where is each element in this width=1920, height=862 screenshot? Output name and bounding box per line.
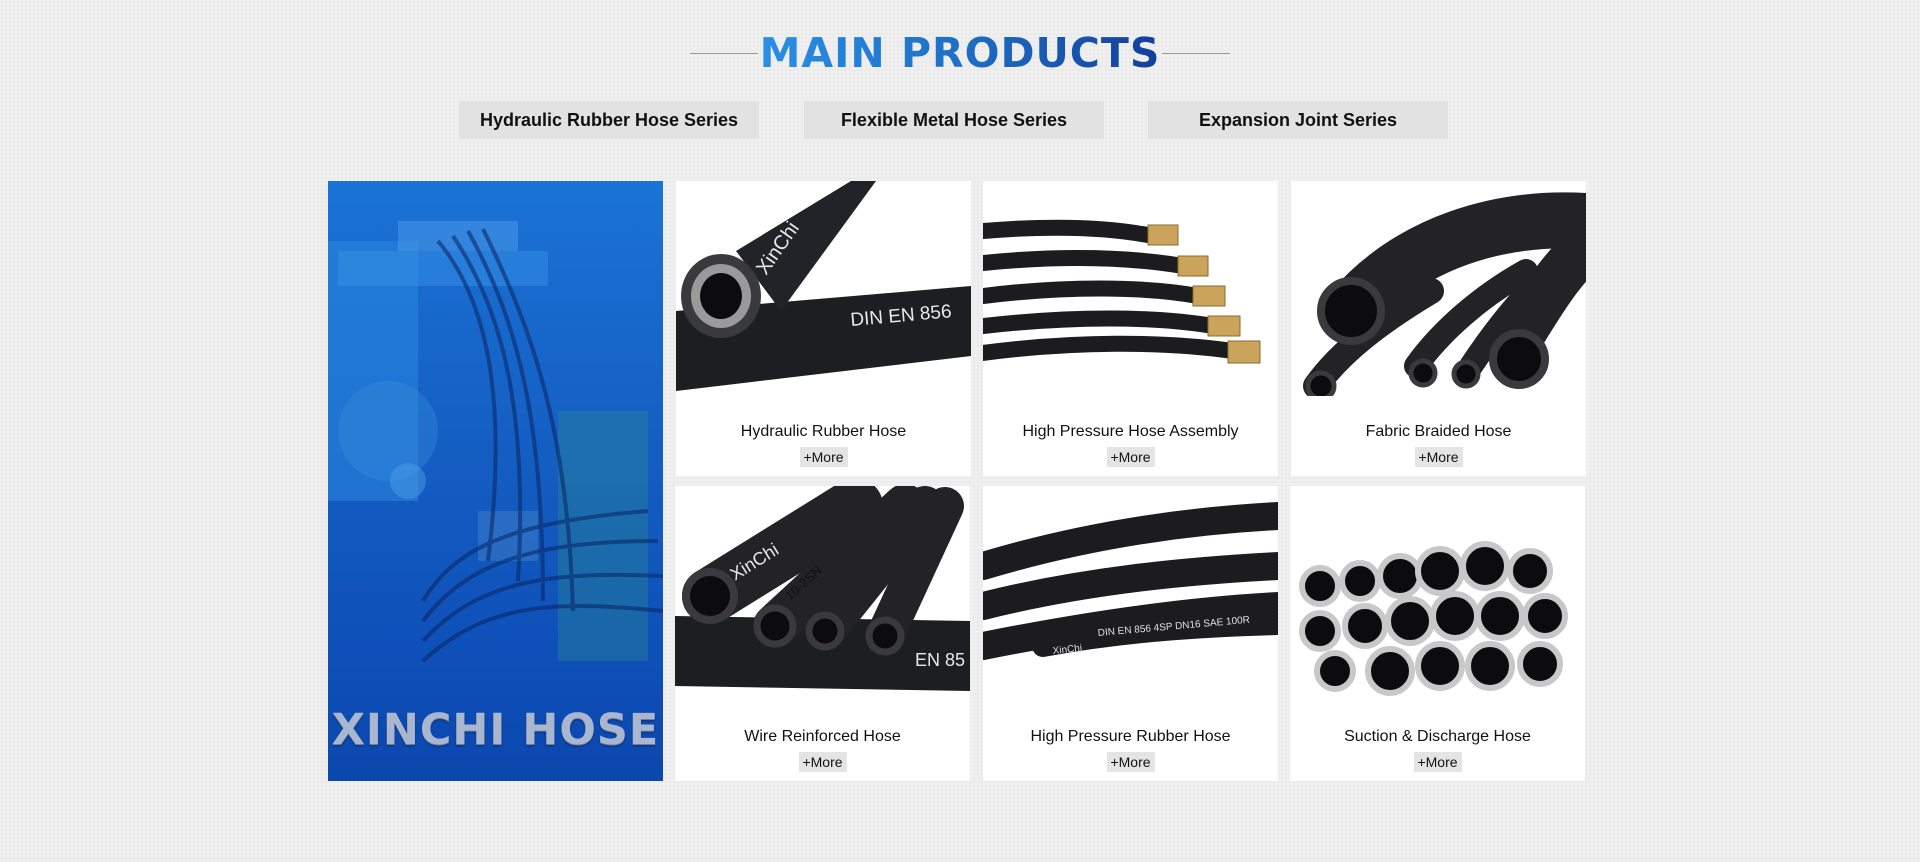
product-image-fabric-braided-hose [1291,181,1586,396]
brand-banner[interactable]: XINCHI HOSE [328,181,663,781]
more-button-wire-reinforced-hose[interactable]: +More [798,752,847,772]
product-name[interactable]: Suction & Discharge Hose [1344,728,1531,745]
product-name[interactable]: Wire Reinforced Hose [744,728,901,745]
tab-hydraulic-rubber-hose-series[interactable]: Hydraulic Rubber Hose Series [459,101,759,139]
product-image-hydraulic-rubber-hose: XinChi DIN EN 856 [676,181,971,396]
product-card-fabric-braided-hose[interactable]: Fabric Braided Hose +More [1291,181,1586,476]
product-name[interactable]: High Pressure Rubber Hose [1030,728,1231,745]
more-button-high-pressure-hose-assembly[interactable]: +More [1106,447,1155,467]
product-card-high-pressure-rubber-hose[interactable]: XinChi DIN EN 856 4SP DN16 SAE 100R High… [983,486,1278,781]
brand-banner-label: XINCHI HOSE [331,705,660,755]
product-card-high-pressure-hose-assembly[interactable]: High Pressure Hose Assembly +More [983,181,1278,476]
machinery-illustration [328,221,663,663]
more-button-fabric-braided-hose[interactable]: +More [1414,447,1463,467]
tab-expansion-joint-series[interactable]: Expansion Joint Series [1148,101,1448,139]
hose-print-standard: EN 85 [915,650,965,670]
tab-flexible-metal-hose-series[interactable]: Flexible Metal Hose Series [804,101,1104,139]
title-divider-right [1162,52,1231,54]
more-button-suction-discharge-hose[interactable]: +More [1413,752,1462,772]
product-image-suction-discharge-hose [1290,486,1585,701]
section-header: MAIN PRODUCTS [0,28,1920,78]
product-name[interactable]: High Pressure Hose Assembly [1022,423,1239,440]
title-divider-left [689,52,758,54]
product-image-high-pressure-rubber-hose: XinChi DIN EN 856 4SP DN16 SAE 100R [983,486,1278,701]
hose-print-brand: XinChi [1052,643,1082,657]
product-card-hydraulic-rubber-hose[interactable]: XinChi DIN EN 856 Hydraulic Rubber Hose … [676,181,971,476]
product-card-wire-reinforced-hose[interactable]: XinChi 10-2SN EN 85 Wire Reinforced Hose… [675,486,970,781]
more-button-hydraulic-rubber-hose[interactable]: +More [799,447,848,467]
more-button-high-pressure-rubber-hose[interactable]: +More [1106,752,1155,772]
product-image-wire-reinforced-hose: XinChi 10-2SN EN 85 [675,486,970,701]
product-card-suction-discharge-hose[interactable]: Suction & Discharge Hose +More [1290,486,1585,781]
product-name[interactable]: Hydraulic Rubber Hose [740,423,907,440]
section-title: MAIN PRODUCTS [759,29,1161,77]
product-image-high-pressure-hose-assembly [983,181,1278,396]
product-name[interactable]: Fabric Braided Hose [1365,423,1512,440]
